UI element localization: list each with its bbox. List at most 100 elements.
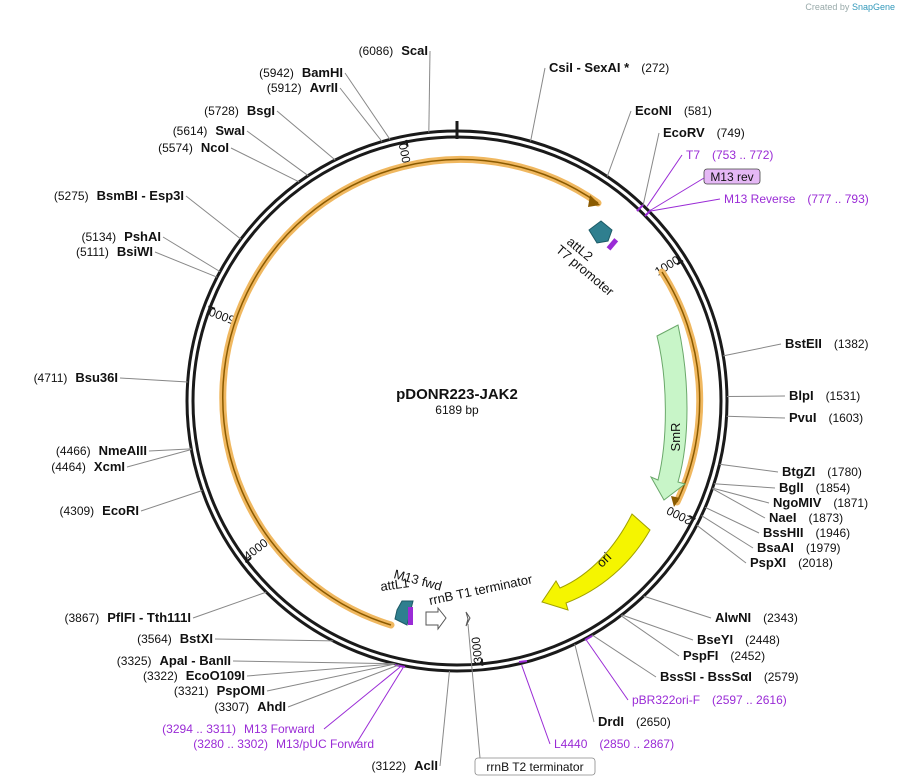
site-position: (3867)	[65, 611, 100, 625]
site-name: BssHII	[763, 525, 803, 540]
site-leader	[428, 50, 431, 133]
site-leader	[246, 130, 309, 177]
primer-name: L4440	[554, 737, 588, 751]
site-leader	[696, 524, 747, 564]
site-name: NaeI	[769, 510, 796, 525]
primer-range: (3280 .. 3302)	[193, 737, 268, 751]
site-position: (2579)	[764, 670, 799, 684]
site-name: EcoRV	[663, 125, 705, 140]
primer-leader	[651, 198, 721, 212]
site-leader	[192, 591, 267, 619]
site-position: (3321)	[174, 684, 209, 698]
site-label-group: PspOMI(3321)	[174, 683, 265, 698]
site-name: AhdI	[257, 699, 286, 714]
primer-label-group: pBR322ori-F (2597 .. 2616)	[632, 693, 787, 707]
site-position: (3122)	[371, 759, 406, 773]
site-label-group: SwaI(5614)	[173, 123, 245, 138]
site-label-group: AvrII (5912)	[267, 80, 338, 95]
site-position: (5275)	[54, 189, 89, 203]
site-position: (749)	[717, 126, 745, 140]
smr-label: SmR	[668, 423, 683, 452]
site-name: BseYI	[697, 632, 733, 647]
site-name: BsaAI	[757, 540, 794, 555]
m13-reverse-primer-mark	[644, 209, 652, 217]
site-label-group: EcoO109I (3322)	[143, 668, 245, 683]
site-position: (5111)	[76, 245, 109, 259]
site-name: PspFI	[683, 648, 718, 663]
site-labels: ScaI(6086)CsiI - SexAI *(272)EcoNI(581)E…	[34, 43, 869, 773]
site-position: (2343)	[763, 611, 798, 625]
insert-arc-upper	[219, 156, 602, 629]
site-name: NmeAIII	[99, 443, 147, 458]
primer-label-group: M13/pUC Forward(3280 .. 3302)	[193, 737, 374, 751]
site-name: NgoMIV	[773, 495, 822, 510]
tick-mark	[208, 305, 216, 310]
site-leader	[642, 132, 660, 206]
snapgene-brand: SnapGene	[851, 2, 895, 12]
site-leader	[530, 67, 546, 142]
site-name: CsiI - SexAI *	[549, 60, 630, 75]
t7-promoter-marker	[606, 238, 619, 251]
tick-mark	[244, 557, 252, 564]
site-label-group: BlpI (1531)	[789, 388, 860, 403]
site-label-group: PspXI(2018)	[750, 555, 833, 570]
rrnb-t1-terminator-feature	[425, 606, 471, 631]
site-name: BssSI - BssSαI	[660, 669, 752, 684]
site-position: (1382)	[834, 337, 869, 351]
tick-label: 2000	[664, 503, 694, 528]
site-position: (1531)	[826, 389, 861, 403]
site-position: (5574)	[158, 141, 193, 155]
site-leader	[713, 483, 776, 489]
credit-text: Created by	[805, 2, 850, 12]
tick-mark	[676, 259, 684, 266]
site-leader	[726, 415, 786, 419]
site-name: EcoO109I	[186, 668, 245, 683]
site-label-group: EcoRV (749)	[663, 125, 745, 140]
site-label-group: PshAI(5134)	[81, 229, 161, 244]
m13-rev-box: M13 rev	[703, 168, 761, 185]
rrnb-t2-label: rrnB T2 terminator	[486, 760, 583, 774]
site-name: PflFI - Tth111I	[107, 610, 191, 625]
l4440-primer-mark	[518, 660, 528, 663]
attl1-label: attL1	[379, 575, 410, 594]
site-label-group: XcmI(4464)	[51, 459, 125, 474]
site-name: PspXI	[750, 555, 786, 570]
primer-range: (2597 .. 2616)	[712, 693, 787, 707]
tick-mark	[480, 658, 484, 666]
site-position: (2448)	[745, 633, 780, 647]
pbr322ori-primer-mark	[584, 635, 593, 641]
site-position: (5614)	[173, 124, 208, 138]
site-leader	[154, 251, 218, 278]
site-name: NcoI	[201, 140, 229, 155]
site-name: BglI	[779, 480, 804, 495]
site-label-group: BssHII(1946)	[763, 525, 850, 540]
rrnb-t2-box: rrnB T2 terminator	[474, 757, 596, 776]
site-name: AvrII	[310, 80, 338, 95]
site-name: BlpI	[789, 388, 814, 403]
position-ticks	[208, 121, 696, 666]
site-label-group: BtgZI(1780)	[782, 464, 862, 479]
site-label-group: BsaAI (1979)	[757, 540, 841, 555]
site-position: (2650)	[636, 715, 671, 729]
site-name: AclI	[414, 758, 438, 773]
primer-label-group: T7(753 .. 772)	[686, 148, 773, 162]
primer-leader	[323, 666, 401, 730]
primer-name: T7	[686, 148, 700, 162]
attl2-feature	[588, 220, 613, 244]
rrnb-t1-label: rrnB T1 terminator	[428, 571, 535, 608]
site-position: (5912)	[267, 81, 302, 95]
site-position: (4309)	[59, 504, 94, 518]
site-name: BtgZI	[782, 464, 815, 479]
site-position: (2452)	[730, 649, 765, 663]
smr-feature	[649, 324, 688, 501]
site-leader	[620, 615, 680, 657]
site-leader	[126, 448, 192, 468]
site-leader	[591, 634, 657, 678]
primer-name: pBR322ori-F	[632, 693, 700, 707]
site-position: (3322)	[143, 669, 178, 683]
site-label-group: PvuI(1603)	[789, 410, 863, 425]
tick-mark	[405, 139, 409, 147]
site-position: (1979)	[806, 541, 841, 555]
primer-range: (2850 .. 2867)	[599, 737, 674, 751]
m13-fwd-marker	[408, 607, 413, 625]
